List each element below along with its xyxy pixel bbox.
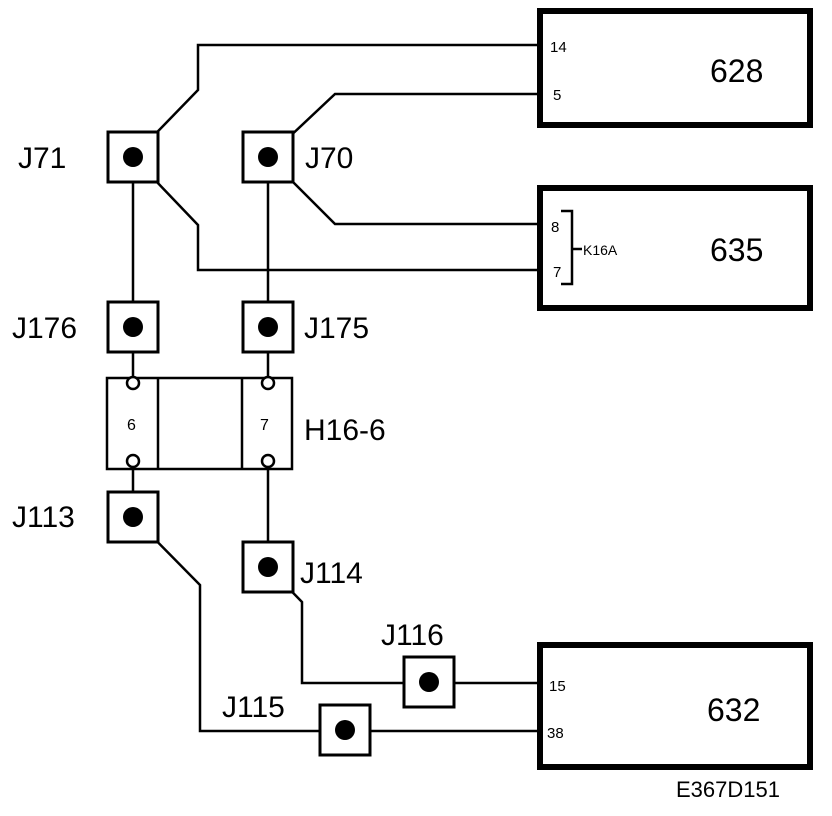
jumper-j70-label: J70 <box>305 142 353 175</box>
module-628-label: 628 <box>710 53 763 89</box>
jumper-j113-label: J113 <box>12 501 75 534</box>
jumper-j175-box <box>241 300 295 354</box>
jumper-j176-label: J176 <box>12 312 77 345</box>
jumper-j175-dot <box>258 317 278 337</box>
jumper-j115-label: J115 <box>222 691 285 724</box>
wire-j114-632-15 <box>266 461 540 685</box>
module-632-pin-15: 15 <box>549 678 566 695</box>
wire-j71-628-14 <box>132 43 540 158</box>
jumper-j70-dot <box>258 147 278 167</box>
module-635-label: 635 <box>710 232 763 268</box>
jumper-j113-dot <box>123 507 143 527</box>
wire-j113-632-38 <box>131 461 540 733</box>
connector-h16-6: 6 7 H16-6 <box>105 375 386 471</box>
jumper-j70: J70 <box>241 130 353 184</box>
jumper-j71: J71 <box>18 130 160 184</box>
module-628-pin-14: 14 <box>550 39 567 56</box>
module-628-box <box>537 8 813 128</box>
module-635-box <box>537 185 813 311</box>
connector-label: H16-6 <box>304 414 386 447</box>
connector-pin-6-top <box>125 375 141 391</box>
module-635-pin-8: 8 <box>551 219 559 236</box>
module-632: 15 38 632 <box>537 642 813 770</box>
jumper-j115: J115 <box>222 691 372 757</box>
wire-j71-635-7 <box>132 156 540 272</box>
module-632-box <box>537 642 813 770</box>
jumper-j114-label: J114 <box>300 557 363 590</box>
module-635: 8 7 K16A 635 <box>537 185 813 311</box>
jumper-j175: J175 <box>241 300 369 354</box>
jumper-j71-label: J71 <box>18 142 66 175</box>
connector-pin-6-label: 6 <box>127 417 136 434</box>
module-628-pin-5: 5 <box>553 87 561 104</box>
jumper-j116-label: J116 <box>381 619 444 652</box>
jumper-j116: J116 <box>381 619 456 709</box>
relay-label: K16A <box>583 242 618 258</box>
module-632-label: 632 <box>707 692 760 728</box>
connector-pin-7-top <box>260 375 276 391</box>
module-632-pin-38: 38 <box>547 725 564 742</box>
jumper-j115-dot <box>335 720 355 740</box>
figure-code: E367D151 <box>676 777 780 802</box>
jumper-j71-box <box>106 130 160 184</box>
jumper-j176-dot <box>123 317 143 337</box>
jumper-j113: J113 <box>12 490 160 544</box>
connector-pin-7-label: 7 <box>260 417 269 434</box>
jumper-j114: J114 <box>241 540 363 594</box>
module-635-pin-7: 7 <box>553 264 561 281</box>
jumper-j175-label: J175 <box>304 312 369 345</box>
connector-pin-7-bottom <box>260 453 276 469</box>
connector-pin-6-bottom <box>125 453 141 469</box>
relay-bracket <box>561 209 574 286</box>
jumper-j71-dot <box>123 147 143 167</box>
jumper-j114-dot <box>258 557 278 577</box>
module-628: 14 5 628 <box>537 8 813 128</box>
jumper-j116-dot <box>419 672 439 692</box>
connector-body <box>105 376 294 471</box>
jumper-j176: J176 <box>12 300 160 354</box>
